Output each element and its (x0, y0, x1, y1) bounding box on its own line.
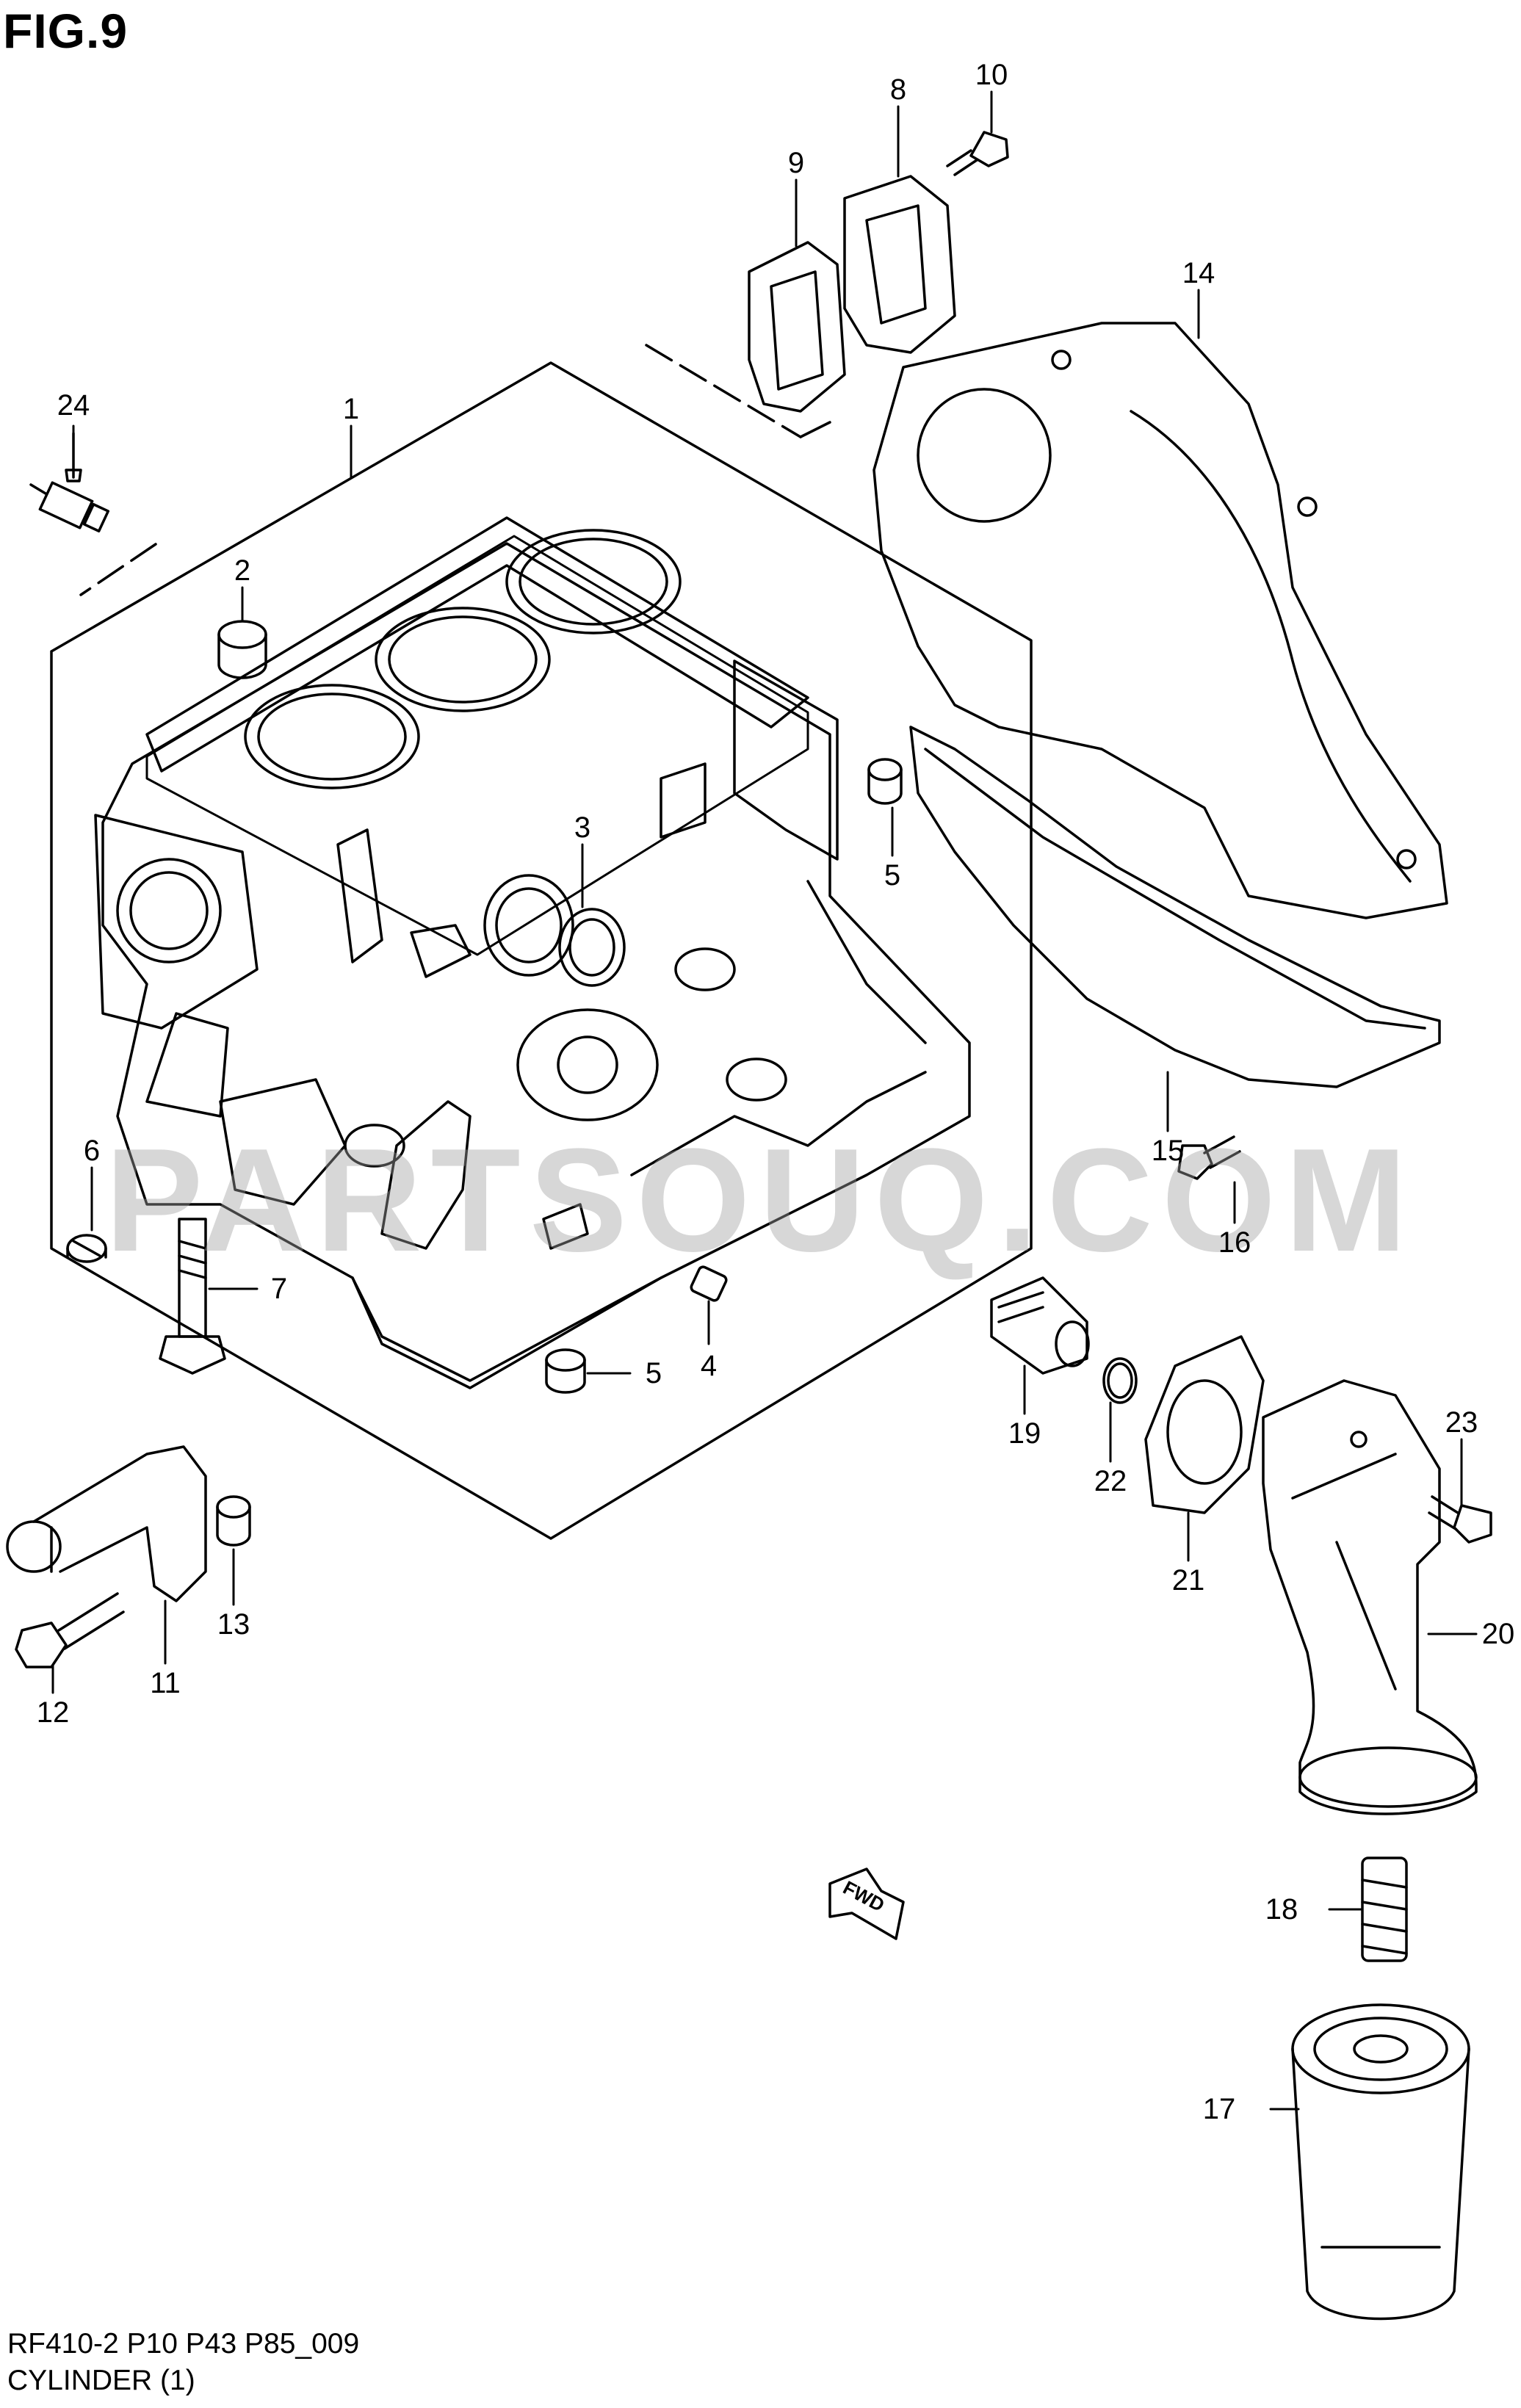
part-5-plug-lower (545, 1348, 586, 1394)
part-16-bolt (1177, 1135, 1241, 1180)
part-7-bolt (159, 1218, 226, 1375)
part-5-plug-upper (867, 758, 903, 805)
part-24-sensor (29, 432, 110, 532)
part-21-gasket (1144, 1335, 1265, 1514)
frame-leader-24 (79, 543, 157, 596)
part-8-plate (843, 175, 956, 354)
part-6-plug (66, 1234, 107, 1263)
part-1-cylinder-block (94, 516, 971, 1389)
part-15-lower-plate (909, 726, 1441, 1088)
watermark: PARTSOUQ.COM (105, 1118, 1416, 1282)
part-12-bolt (15, 1592, 125, 1668)
frame-leader-top (799, 421, 831, 438)
part-10-bolt (946, 131, 1009, 176)
frame-leader-8 (645, 344, 802, 438)
part-20-filter-stand (1262, 1379, 1478, 1815)
callout-leaders (51, 90, 1478, 2111)
figure-title: FIG.9 (3, 4, 129, 58)
part-19-fitting (990, 1276, 1090, 1375)
part-18-stud (1361, 1856, 1408, 1962)
part-2-plug (217, 620, 267, 679)
part-22-o-ring (1102, 1357, 1138, 1404)
part-3-seal (558, 908, 626, 987)
part-14-back-plate (873, 322, 1448, 919)
assembly-frame (50, 361, 1033, 1540)
model-code: RF410-2 P10 P43 P85_009 (7, 2328, 360, 2360)
fwd-arrow (828, 1868, 905, 1940)
section-name: CYLINDER (1) (7, 2365, 195, 2396)
part-11-pipe (6, 1445, 207, 1602)
part-4-plug (690, 1265, 728, 1302)
part-23-bolt (1428, 1495, 1492, 1544)
part-9-gasket (748, 241, 846, 413)
part-17-oil-filter (1291, 2003, 1470, 2321)
part-13-dowel (216, 1495, 251, 1547)
